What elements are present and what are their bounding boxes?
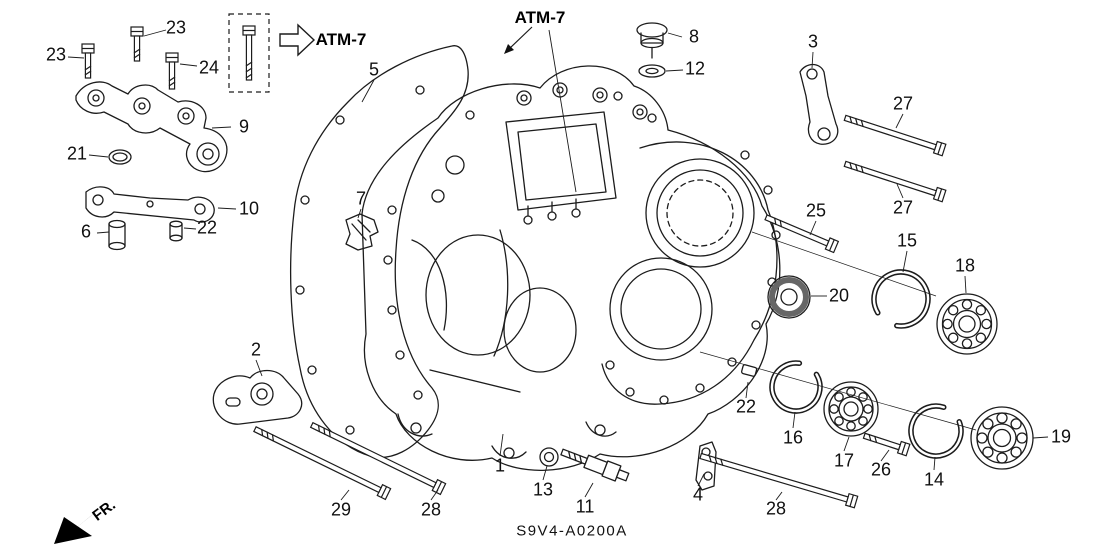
part-label-17: 17 [833, 450, 855, 471]
part-label-13: 13 [532, 479, 554, 500]
part-label-9: 9 [238, 116, 250, 137]
part-label-20: 20 [828, 285, 850, 306]
part-label-22: 22 [735, 396, 757, 417]
part-label-28: 28 [420, 499, 442, 520]
part-label-18: 18 [954, 255, 976, 276]
part-label-1: 1 [494, 455, 506, 476]
ref-atm7-top: ATM-7 [514, 8, 566, 27]
part-label-16: 16 [782, 427, 804, 448]
cap-8 [636, 22, 668, 59]
pin-22-left [169, 220, 183, 242]
part-label-25: 25 [805, 200, 827, 221]
plate-10 [85, 186, 215, 223]
bolt-28-a [309, 421, 447, 496]
bracket-2 [212, 369, 303, 425]
part-label-19: 19 [1050, 426, 1072, 447]
snap-ring-14 [908, 403, 964, 459]
part-label-3: 3 [807, 31, 819, 52]
part-label-2: 2 [250, 339, 262, 360]
part-label-26: 26 [870, 459, 892, 480]
bearing-18 [936, 293, 998, 355]
part-label-14: 14 [923, 469, 945, 490]
part-label-22: 22 [196, 217, 218, 238]
bolts [81, 25, 947, 509]
part-label-29: 29 [330, 499, 352, 520]
snap-ring-15 [871, 269, 931, 329]
part-label-4: 4 [692, 484, 704, 505]
bolt-24 [165, 52, 179, 90]
part-label-8: 8 [688, 26, 700, 47]
transmission-case-1 [361, 65, 781, 471]
part-label-23: 23 [165, 17, 187, 38]
atm7-hollow-arrow-icon [279, 23, 316, 57]
bolt-atm7-ref [242, 25, 256, 81]
part-label-27: 27 [892, 197, 914, 218]
part-label-6: 6 [80, 221, 92, 242]
part-label-23: 23 [45, 44, 67, 65]
part-label-24: 24 [198, 57, 220, 78]
part-label-21: 21 [66, 143, 88, 164]
fr-arrow-icon [54, 498, 113, 544]
diagram-code: S9V4-A0200A [516, 522, 628, 540]
block-7 [345, 213, 379, 251]
bolt-23-b [130, 26, 144, 62]
oil-seal-20 [767, 275, 811, 319]
washer-13 [539, 447, 559, 467]
atm7-top-arrow-icon [504, 26, 577, 193]
gasket-5 [289, 45, 469, 458]
leader-lines [67, 29, 1049, 501]
bolt-26 [862, 432, 911, 457]
snap-ring-16 [769, 360, 823, 414]
part-label-12: 12 [684, 58, 706, 79]
bracket-9 [75, 81, 228, 173]
bearing-17 [823, 381, 879, 437]
part-label-15: 15 [896, 230, 918, 251]
part-label-7: 7 [355, 188, 367, 209]
bearing-19 [970, 406, 1034, 470]
bolt-27-b [843, 160, 947, 203]
bolt-29 [253, 425, 392, 501]
part-label-28: 28 [765, 498, 787, 519]
bolt-25 [764, 214, 840, 254]
bolt-23-a [81, 43, 95, 79]
bolt-27-a [843, 114, 947, 157]
o-ring-21 [108, 149, 132, 165]
bracket-4 [695, 441, 717, 491]
part-label-5: 5 [368, 59, 380, 80]
part-label-11: 11 [575, 496, 595, 517]
bolt-28-b [699, 452, 859, 509]
joint-bolt-11 [560, 448, 630, 482]
pin-6 [108, 219, 126, 251]
part-label-27: 27 [892, 93, 914, 114]
part-label-10: 10 [238, 198, 260, 219]
bracket-3 [799, 63, 839, 145]
washer-12 [638, 64, 666, 78]
atm7-dashed-box [228, 13, 270, 93]
ref-atm7-side: ATM-7 [315, 30, 367, 49]
